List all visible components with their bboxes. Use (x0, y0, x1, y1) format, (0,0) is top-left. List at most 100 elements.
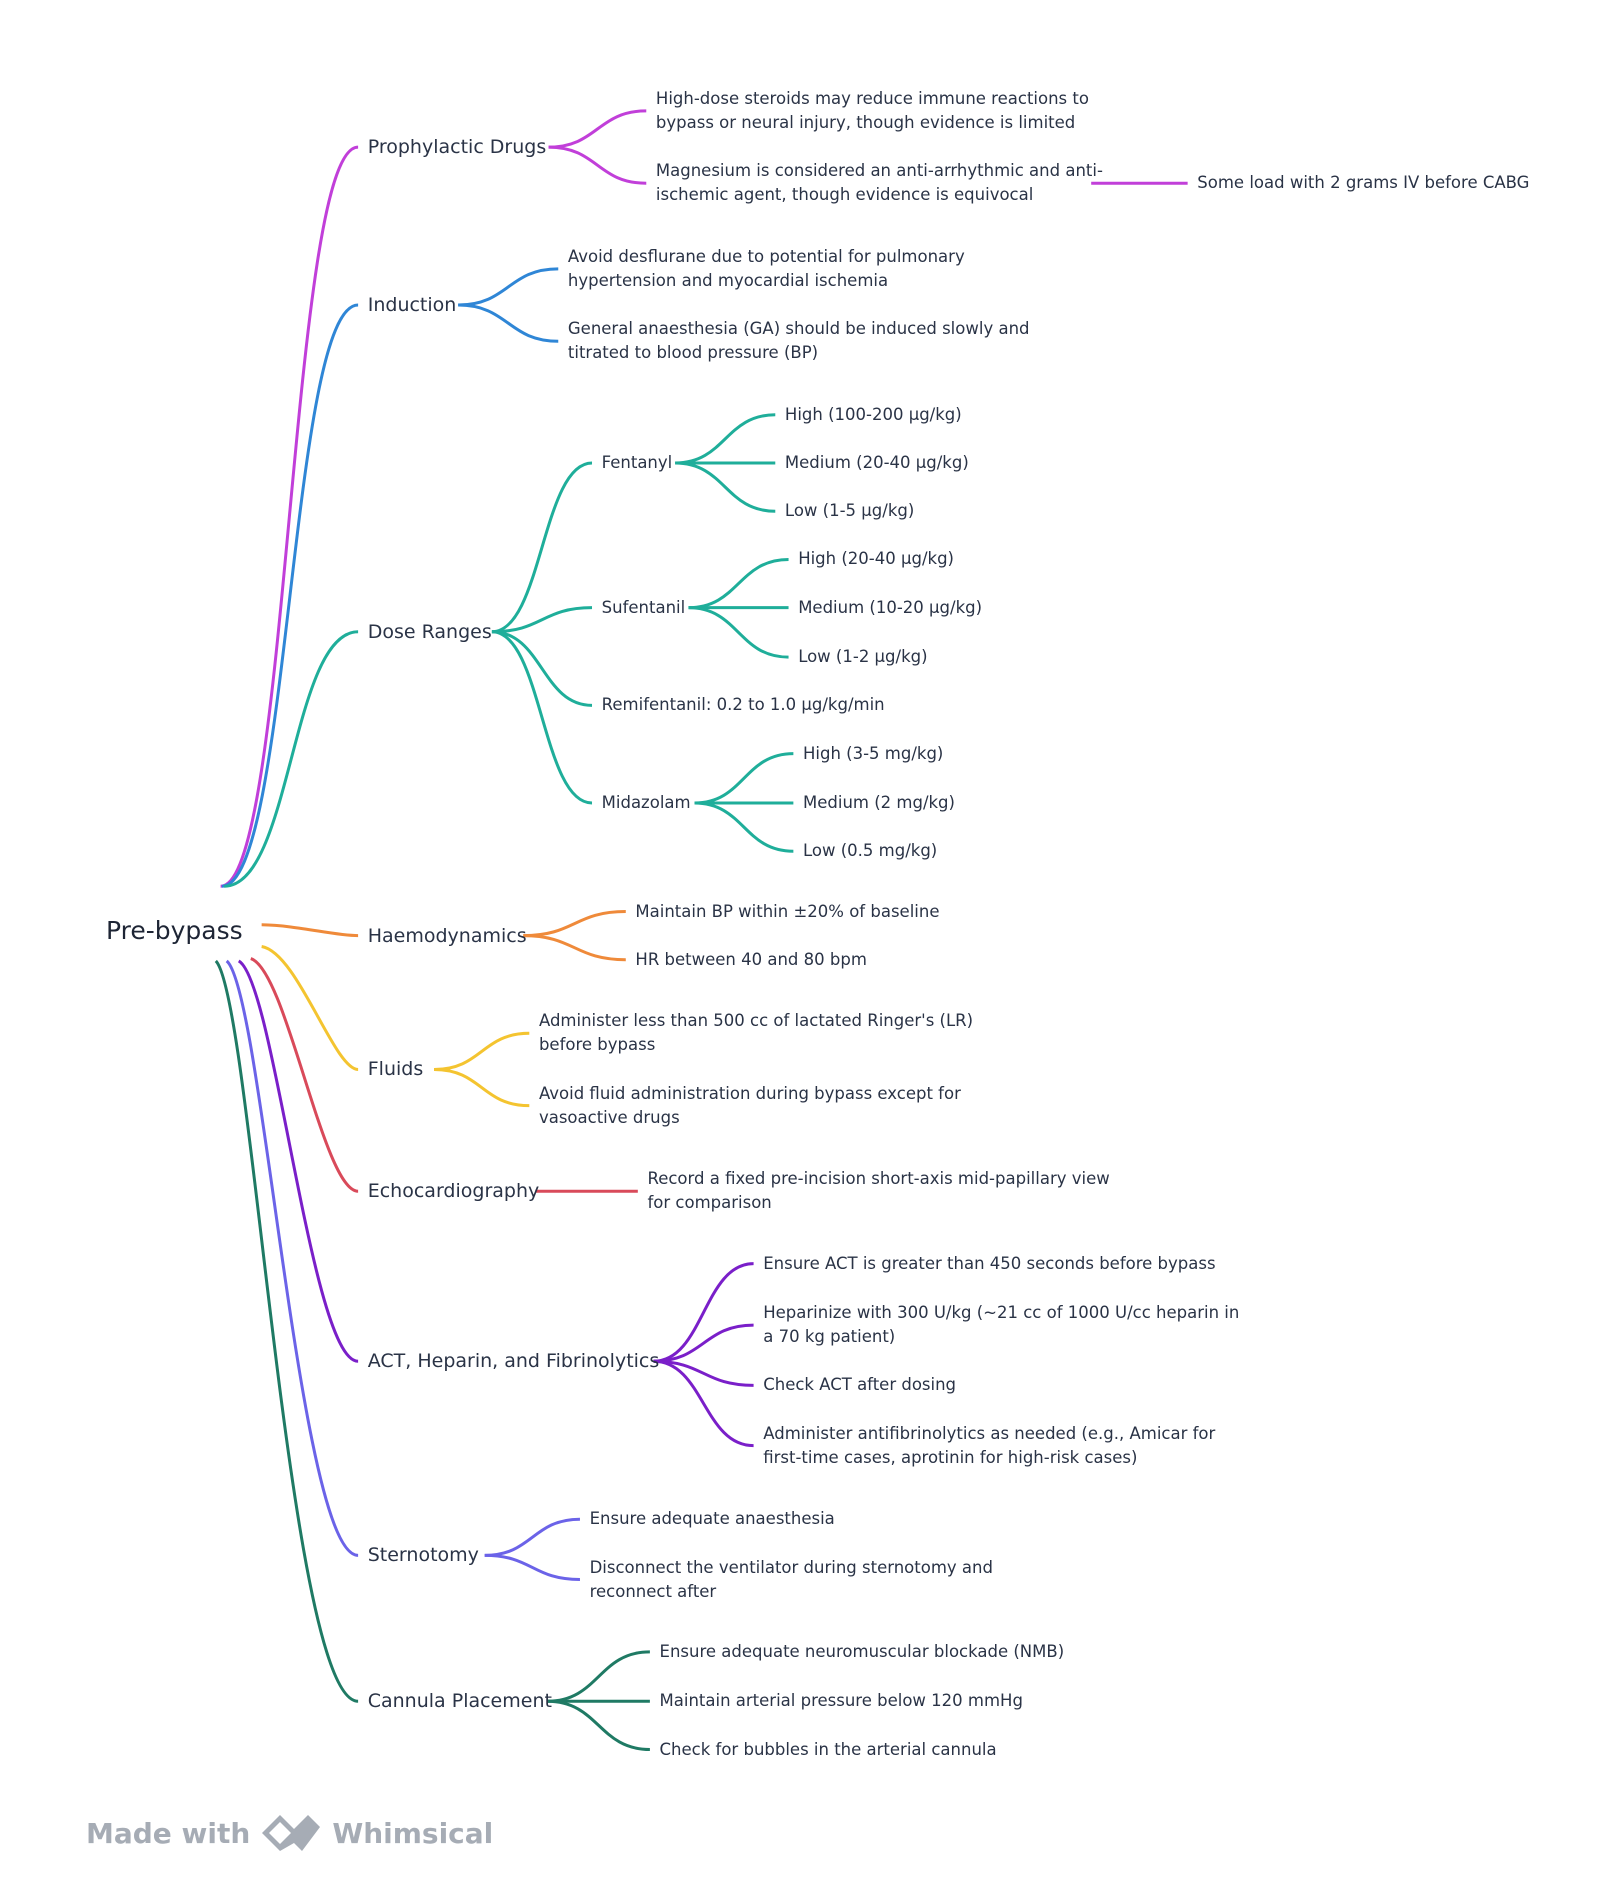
leaf-node-line: Disconnect the ventilator during sternot… (589, 1557, 993, 1577)
whimsical-logo-icon (262, 1815, 321, 1851)
branch-connector (653, 1262, 754, 1363)
leaf-node-line: High-dose steroids may reduce immune rea… (655, 88, 1089, 108)
dose-leaf-node[interactable]: Low (0.5 mg/kg) (803, 841, 938, 861)
branch-connector (484, 1517, 580, 1557)
leaf-node[interactable]: Fentanyl (601, 452, 673, 472)
leaf-node-line: first-time cases, aprotinin for high-ris… (763, 1447, 1138, 1467)
leaf-node[interactable]: Record a fixed pre-incision short-axis m… (647, 1167, 1109, 1215)
dose-connector (688, 557, 789, 610)
leaf-node-line: for comparison (647, 1193, 772, 1213)
leaf-node-line: bypass or neural injury, though evidence… (655, 112, 1076, 132)
branch-connector (458, 267, 559, 307)
branch-connector (491, 630, 593, 805)
root-connector (220, 145, 359, 888)
dose-leaf-node[interactable]: High (100-200 µg/kg) (784, 404, 962, 424)
dose-leaf-node[interactable]: High (3-5 mg/kg) (803, 743, 944, 763)
dose-leaf-node[interactable]: Low (1-2 µg/kg) (798, 647, 928, 667)
leaf-node[interactable]: Maintain BP within ±20% of baseline (635, 901, 940, 921)
branch-connector (653, 1359, 754, 1387)
root-connector (261, 945, 359, 1071)
branch-connector (523, 910, 626, 938)
branch-induction[interactable]: Induction (367, 294, 457, 317)
root-node[interactable]: Pre-bypass (86, 895, 262, 965)
leaf-node-line: titrated to blood pressure (BP) (567, 343, 819, 363)
dose-leaf-node[interactable]: Medium (10-20 µg/kg) (798, 597, 983, 617)
dose-leaf-node[interactable]: Medium (20-40 µg/kg) (784, 452, 969, 472)
root-connector (214, 959, 359, 1703)
leaf-node[interactable]: Avoid desflurane due to potential for pu… (568, 245, 965, 293)
leaf-node[interactable]: General anaesthesia (GA) should be induc… (568, 317, 1030, 365)
branch-connector (434, 1067, 530, 1108)
branch-connector (548, 145, 647, 185)
branch-haemodynamics[interactable]: Haemodynamics (367, 924, 527, 947)
branch-connector (653, 1323, 754, 1363)
leaf-node-line: Avoid fluid administration during bypass… (538, 1083, 961, 1103)
branch-connector (653, 1359, 754, 1448)
root-connector (225, 959, 359, 1557)
dose-leaf-node[interactable]: Medium (2 mg/kg) (803, 793, 955, 812)
branch-connector (491, 606, 593, 634)
leaf-node-line: reconnect after (589, 1581, 717, 1601)
branch-act-heparin-and-fibrinolytics[interactable]: ACT, Heparin, and Fibrinolytics (367, 1350, 660, 1373)
made-with-whimsical-badge[interactable]: Made with Whimsical (86, 1810, 493, 1856)
leaf-node[interactable]: Administer less than 500 cc of lactated … (539, 1009, 973, 1057)
root-connector (221, 303, 359, 888)
branch-connector (491, 630, 593, 707)
branch-connector (548, 109, 647, 149)
dose-connector (694, 801, 794, 853)
branch-connector (458, 303, 559, 343)
dose-leaf-node[interactable]: Low (1-5 µg/kg) (784, 501, 915, 521)
whimsical-brand-text: Whimsical (332, 1816, 494, 1850)
dose-connector (694, 752, 794, 805)
leaf-node-line: Avoid desflurane due to potential for pu… (567, 246, 965, 266)
leaf-node-line: before bypass (538, 1035, 656, 1055)
leaf-node-line: Administer antifibrinolytics as needed (… (763, 1423, 1216, 1443)
leaf-node[interactable]: Maintain arterial pressure below 120 mmH… (659, 1691, 1023, 1711)
leaf-node-line: Record a fixed pre-incision short-axis m… (647, 1169, 1110, 1189)
root-label: Pre-bypass (106, 915, 243, 945)
leaf-node[interactable]: Midazolam (601, 793, 691, 812)
leaf-node[interactable]: Ensure ACT is greater than 450 seconds b… (763, 1253, 1216, 1273)
root-connector (261, 923, 359, 938)
branch-prophylactic-drugs[interactable]: Prophylactic Drugs (367, 136, 547, 159)
leaf-node[interactable]: Avoid fluid administration during bypass… (539, 1082, 961, 1130)
leaf-node-line: ischemic agent, though evidence is equiv… (655, 185, 1034, 205)
leaf-node[interactable]: Heparinize with 300 U/kg (~21 cc of 1000… (763, 1301, 1239, 1349)
leaf-node[interactable]: Disconnect the ventilator during sternot… (590, 1556, 993, 1604)
branch-echocardiography[interactable]: Echocardiography (367, 1180, 540, 1203)
dose-leaf-node[interactable]: High (20-40 µg/kg) (798, 549, 954, 569)
branch-connector (484, 1553, 580, 1581)
root-connector (224, 630, 359, 888)
branch-cannula-placement[interactable]: Cannula Placement (367, 1690, 552, 1713)
leaf-node[interactable]: Administer antifibrinolytics as needed (… (763, 1422, 1215, 1470)
dose-connector (675, 461, 776, 513)
branch-connector (547, 1699, 650, 1752)
leaf-node[interactable]: Ensure adequate neuromuscular blockade (… (659, 1641, 1065, 1661)
branch-sternotomy[interactable]: Sternotomy (367, 1544, 479, 1567)
leaf-node-line: Administer less than 500 cc of lactated … (538, 1011, 974, 1031)
leaf-node[interactable]: Check ACT after dosing (763, 1375, 957, 1395)
leaf-node[interactable]: Ensure adequate anaesthesia (589, 1509, 835, 1529)
branch-connector (523, 934, 626, 962)
sub-leaf-node[interactable]: Some load with 2 grams IV before CABG (1197, 173, 1530, 193)
root-connector (250, 957, 359, 1193)
leaf-node-line: hypertension and myocardial ischemia (567, 270, 889, 290)
branch-fluids[interactable]: Fluids (367, 1058, 424, 1081)
leaf-node[interactable]: Check for bubbles in the arterial cannul… (659, 1739, 997, 1759)
leaf-node[interactable]: Remifentanil: 0.2 to 1.0 µg/kg/min (601, 695, 885, 715)
made-with-text: Made with (86, 1816, 251, 1850)
branch-connector (547, 1650, 650, 1703)
dose-connector (675, 413, 776, 465)
branch-connector (491, 461, 593, 634)
branch-connector (434, 1031, 530, 1071)
leaf-node[interactable]: Magnesium is considered an anti-arrhythm… (656, 159, 1103, 207)
leaf-node[interactable]: HR between 40 and 80 bpm (635, 949, 867, 969)
branch-dose-ranges[interactable]: Dose Ranges (367, 620, 492, 643)
leaf-node[interactable]: High-dose steroids may reduce immune rea… (656, 87, 1089, 135)
leaf-node-line: a 70 kg patient) (763, 1327, 896, 1347)
dose-connector (688, 606, 789, 659)
leaf-node[interactable]: Sufentanil (601, 597, 686, 617)
leaf-node-line: General anaesthesia (GA) should be induc… (567, 319, 1030, 339)
leaf-node-line: Heparinize with 300 U/kg (~21 cc of 1000… (763, 1303, 1240, 1323)
